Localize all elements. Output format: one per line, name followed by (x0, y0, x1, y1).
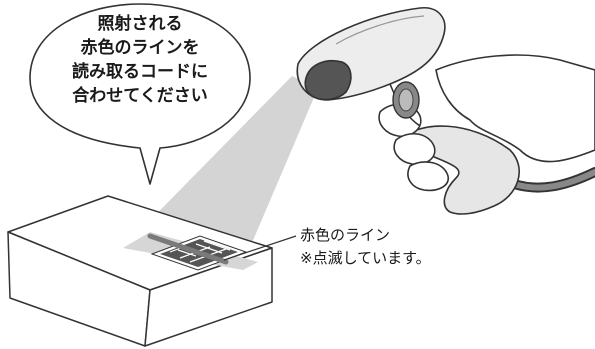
bubble-line-1: 照射される (97, 14, 183, 34)
speech-bubble (29, 3, 251, 185)
speech-bubble-text: 照射される 赤色のラインを 読み取るコードに 合わせてください (30, 12, 250, 108)
bubble-line-3: 読み取るコードに (72, 62, 208, 82)
scanner-head (296, 7, 446, 127)
bubble-line-4: 合わせてください (72, 86, 208, 106)
scanner-grip-ring (392, 81, 420, 119)
callout-line-1: 赤色のライン (300, 226, 391, 244)
callout-line-2: ※点滅しています。 (300, 249, 431, 267)
red-scan-line (147, 233, 229, 265)
callout-leader (223, 235, 297, 261)
callout-label: 赤色のライン ※点滅しています。 (300, 224, 431, 270)
bubble-line-2: 赤色のラインを (80, 38, 200, 58)
